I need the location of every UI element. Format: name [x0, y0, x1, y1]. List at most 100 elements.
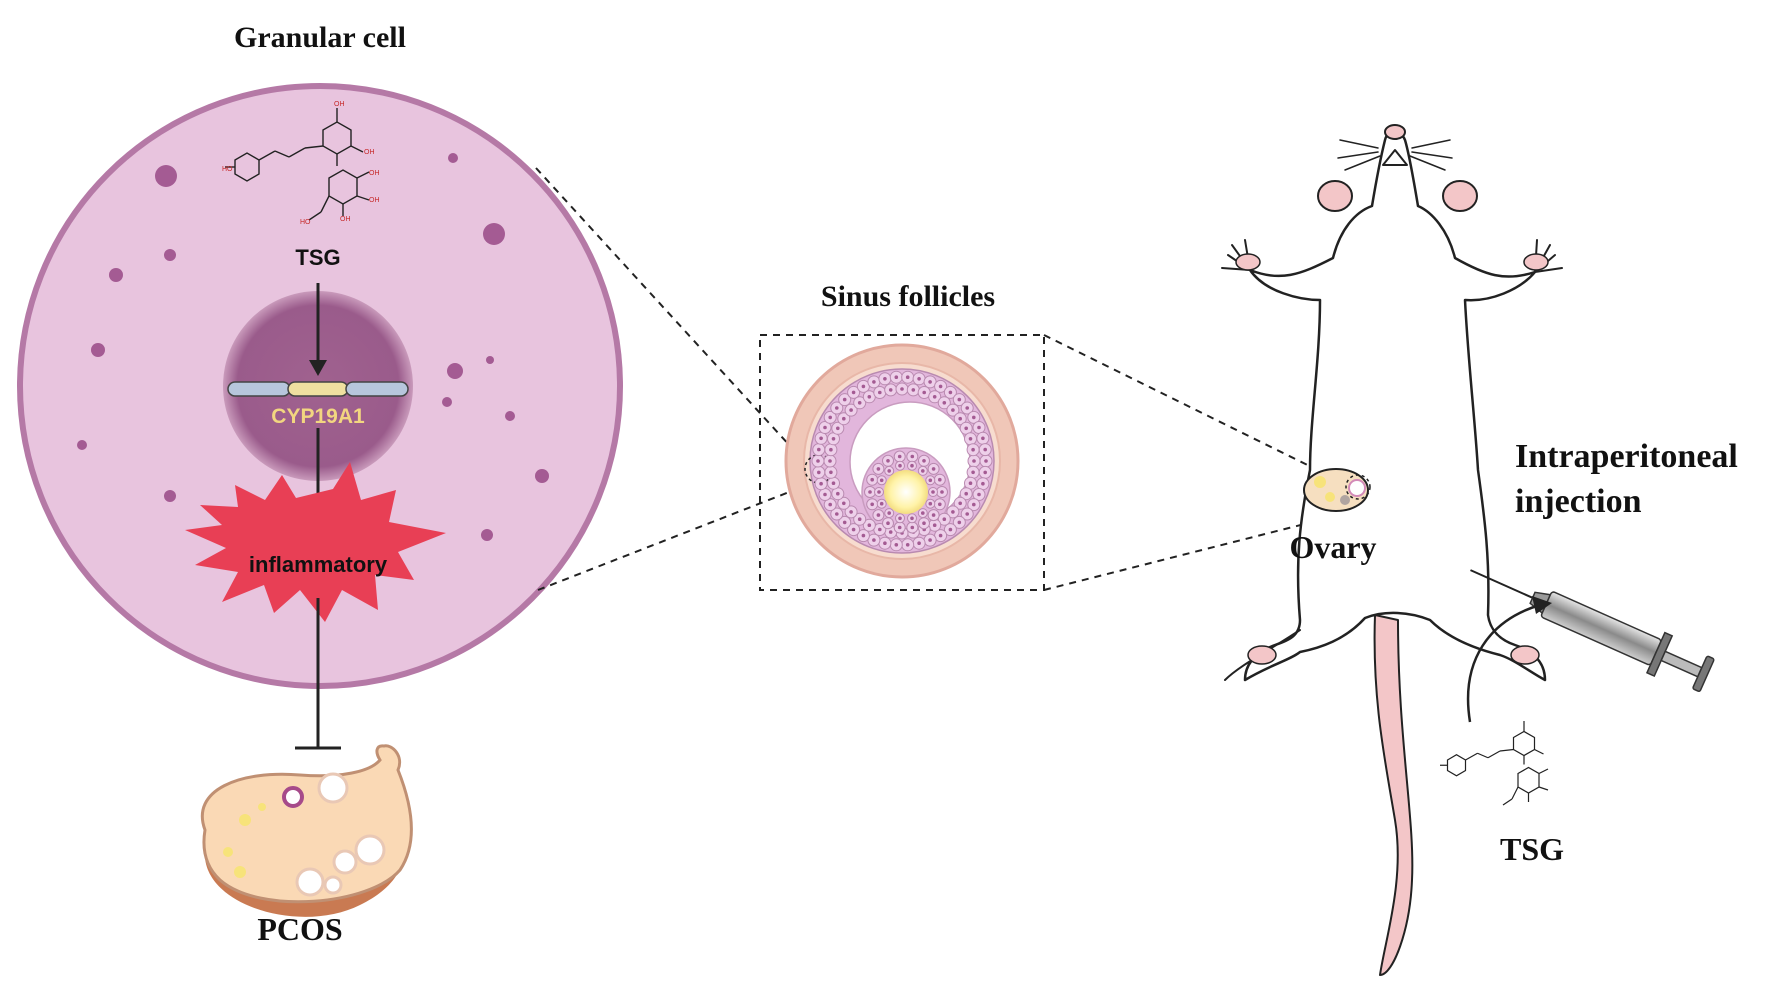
granulosa-cell-nucleus: [883, 377, 887, 381]
granulosa-cell-nucleus: [932, 523, 937, 527]
granulosa-cell-nucleus: [835, 512, 839, 516]
granulosa-cell-nucleus: [910, 463, 914, 468]
granulosa-cell-nucleus: [921, 469, 925, 473]
granulosa-cell-nucleus: [842, 501, 846, 506]
granulosa-cell-nucleus: [817, 447, 821, 452]
delivery-arrow: [1466, 596, 1552, 723]
granulosa-cell-nucleus: [931, 467, 936, 471]
granulosa-cell-nucleus: [964, 426, 968, 431]
vesicle: [164, 249, 176, 261]
granulosa-cell-nucleus: [867, 395, 872, 399]
tsg-structure-atoms: HO OH OH OH OH OH HO: [222, 101, 380, 226]
vesicle: [77, 440, 87, 450]
granulosa-cell-nucleus: [887, 469, 891, 473]
granulosa-cell-nucleus: [842, 520, 847, 525]
granulosa-cell-nucleus: [894, 375, 899, 380]
granulosa-cell-nucleus: [968, 437, 973, 441]
follicle-zoom-box: [759, 334, 1045, 591]
granulosa-cell-nucleus: [928, 478, 933, 483]
granulosa-cell-nucleus: [922, 521, 926, 525]
granulosa-cell-nucleus: [857, 517, 862, 521]
vesicle: [91, 343, 105, 357]
granulosa-cell-nucleus: [977, 492, 981, 497]
granulosa-cell-nucleus: [823, 492, 827, 497]
granulosa-cell-nucleus: [983, 470, 987, 475]
granulosa-cell-nucleus: [981, 436, 985, 441]
granulosa-cell-nucleus: [910, 454, 915, 459]
granulosa-cell-layer: [811, 370, 993, 552]
granulosa-cell-nucleus: [829, 470, 833, 475]
granulosa-cell-nucleus: [938, 477, 942, 482]
granulosa-cell-nucleus: [897, 454, 902, 459]
granulosa-cell-nucleus: [984, 459, 988, 463]
granulosa-cell-nucleus: [823, 425, 827, 430]
granulosa-cell-nucleus: [897, 525, 902, 530]
granulosa-cell-nucleus: [898, 463, 902, 468]
granulosa-cell-nucleus: [886, 521, 890, 525]
granulosa-cell-nucleus: [957, 397, 962, 402]
granulosa-cell-nucleus: [883, 541, 887, 545]
vesicle: [505, 411, 515, 421]
svg-text:OH: OH: [340, 216, 351, 223]
granulosa-cell-nucleus: [971, 447, 975, 452]
granulosa-cell-nucleus: [836, 491, 840, 496]
granulosa-cell-nucleus: [836, 426, 840, 431]
granulosa-cell-nucleus: [861, 384, 866, 389]
syringe-icon: [1470, 569, 1715, 693]
activation-arrow: [309, 283, 327, 376]
rat-icon: [1221, 124, 1563, 976]
granulosa-cell-nucleus: [872, 538, 876, 542]
vesicle: [486, 356, 494, 364]
granulosa-cell-nucleus: [867, 523, 872, 527]
pcos-label: PCOS: [257, 911, 342, 947]
granulosa-cell-nucleus: [922, 459, 926, 463]
granulosa-cell-nucleus: [972, 502, 976, 507]
granulosa-cell-nucleus: [971, 470, 975, 475]
granulosa-cell-nucleus: [964, 491, 968, 496]
tsg-structure-icon-rat: [1440, 721, 1549, 806]
granulosa-cell-nucleus: [888, 388, 893, 392]
granulosa-cell-nucleus: [931, 513, 936, 517]
vesicle: [164, 490, 176, 502]
granulosa-cell-nucleus: [928, 380, 932, 384]
granulosa-cell-nucleus: [928, 538, 932, 542]
granulosa-cell-nucleus: [951, 408, 955, 412]
granulosa-cell-nucleus: [878, 390, 882, 395]
granulosa-cell-nucleus: [968, 481, 973, 486]
granulosa-cell-nucleus: [900, 387, 904, 391]
granulosa-cell-nucleus: [977, 425, 981, 430]
granulosa-cell-nucleus: [835, 406, 839, 410]
tsg-structure-icon: [225, 108, 370, 221]
cell-vesicles: [77, 153, 549, 541]
granulosa-cell-nucleus: [876, 513, 881, 517]
svg-text:OH: OH: [364, 149, 375, 156]
granulosa-cell-nucleus: [868, 490, 872, 494]
granulosa-cell-nucleus: [829, 447, 833, 452]
granulosa-cell-nucleus: [958, 501, 962, 506]
ovary-icon: [1303, 468, 1371, 512]
granulosa-cell-nucleus: [828, 502, 832, 507]
vesicle: [155, 165, 177, 187]
granulosa-cell-nucleus: [983, 447, 987, 452]
granulosa-cell-nucleus: [828, 415, 832, 420]
inflammatory-burst: [185, 462, 446, 622]
granulosa-cell-nucleus: [861, 533, 866, 538]
zoom-connector-lines-left: [535, 167, 821, 591]
svg-text:OH: OH: [369, 170, 380, 177]
granulosa-cell-nucleus: [849, 510, 853, 514]
tsg-label-rat: TSG: [1500, 831, 1564, 867]
vesicle: [442, 397, 452, 407]
granulosa-cell-nucleus: [898, 516, 902, 521]
inhibition-line-pcos: [295, 598, 341, 750]
granulosa-cell-nucleus: [938, 533, 943, 538]
granulosa-cell-nucleus: [911, 388, 916, 392]
ovary-label: Ovary: [1289, 529, 1376, 565]
granulosa-cell-nucleus: [928, 501, 933, 506]
granulosa-cell-nucleus: [958, 416, 962, 421]
injection-label-line1: Intraperitoneal: [1515, 438, 1738, 475]
granulosa-cell-nucleus: [851, 390, 856, 395]
granulosa-cell-nucleus: [932, 395, 937, 399]
granulosa-cell-nucleus: [938, 502, 942, 507]
granulosa-cell-nucleus: [857, 401, 862, 405]
